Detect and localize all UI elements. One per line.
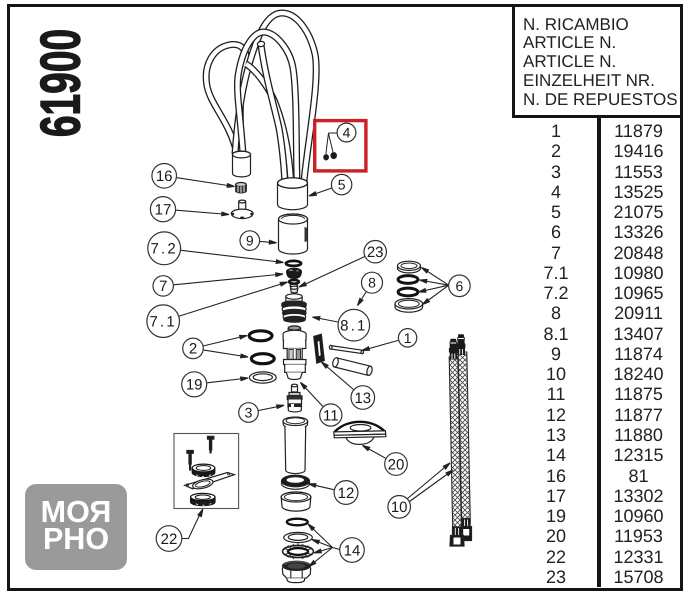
svg-text:13: 13 [354,390,371,407]
svg-text:11: 11 [323,407,339,424]
svg-text:14: 14 [344,542,361,559]
svg-text:17: 17 [155,202,172,219]
svg-text:10: 10 [391,499,408,516]
svg-text:22: 22 [161,531,178,548]
svg-text:3: 3 [245,405,253,421]
svg-text:16: 16 [156,168,173,185]
svg-text:8.1: 8.1 [340,318,367,335]
svg-text:7: 7 [159,278,167,295]
svg-text:20: 20 [388,456,405,473]
svg-text:12: 12 [338,485,355,502]
svg-text:2: 2 [189,341,197,358]
svg-text:5: 5 [338,177,346,193]
svg-text:7.1: 7.1 [149,314,176,331]
svg-text:7.2: 7.2 [150,241,177,258]
svg-text:8: 8 [368,275,376,291]
svg-text:4: 4 [343,125,351,141]
svg-text:23: 23 [367,244,384,261]
svg-text:1: 1 [404,330,412,346]
svg-text:19: 19 [186,377,203,394]
svg-text:6: 6 [456,278,464,294]
svg-text:9: 9 [246,233,254,249]
